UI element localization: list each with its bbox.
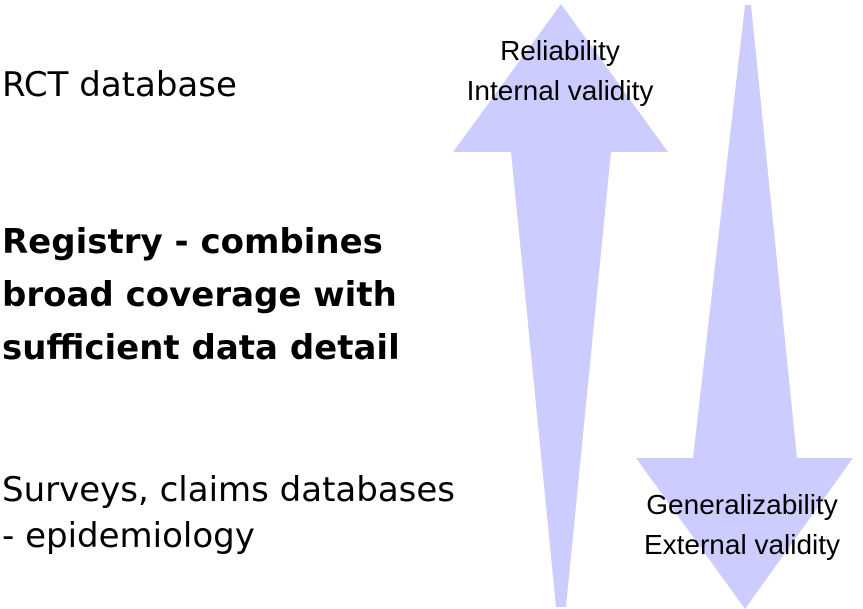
registry-line-2: broad coverage with xyxy=(2,275,397,315)
external-validity-label: External validity xyxy=(643,529,841,560)
registry-description: Registry - combines broad coverage with … xyxy=(2,216,400,375)
surveys-description: Surveys, claims databases - epidemiology xyxy=(2,467,455,559)
generalizability-label: Generalizability xyxy=(646,489,838,520)
registry-line-1: Registry - combines xyxy=(2,222,383,262)
rct-database-label: RCT database xyxy=(2,62,237,108)
down-arrow-label: Generalizability External validity xyxy=(618,485,863,565)
registry-line-3: sufficient data detail xyxy=(2,328,400,368)
internal-validity-label: Internal validity xyxy=(466,75,654,106)
up-arrow-label: Reliability Internal validity xyxy=(440,31,680,111)
surveys-line-2: - epidemiology xyxy=(2,516,255,556)
reliability-label: Reliability xyxy=(500,35,620,66)
surveys-line-1: Surveys, claims databases xyxy=(2,470,456,510)
up-arrow xyxy=(453,4,668,607)
down-arrow xyxy=(636,5,853,609)
rct-database-text: RCT database xyxy=(2,65,237,105)
